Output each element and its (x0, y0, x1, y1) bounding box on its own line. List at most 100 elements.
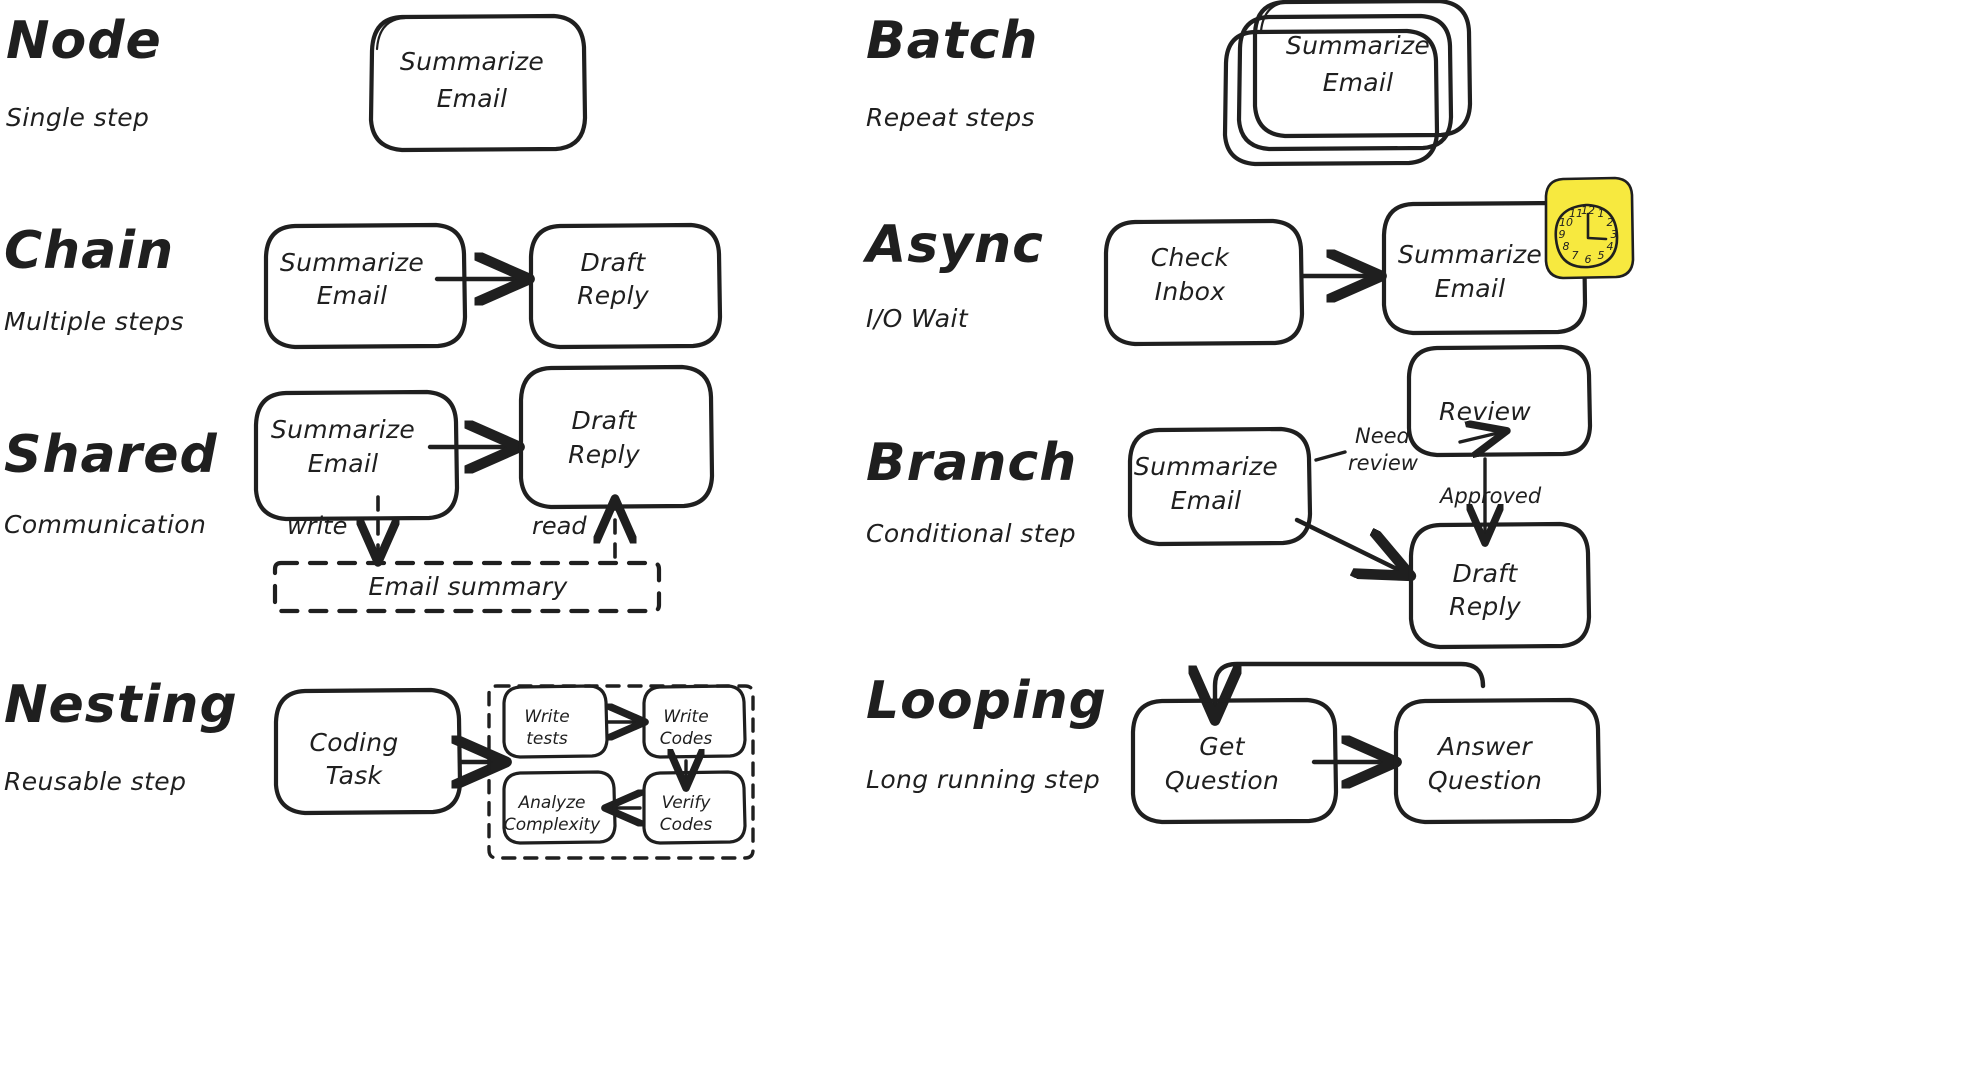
section-title-chain: Chain (4, 221, 174, 281)
shared-edge-label-read: read (532, 512, 587, 540)
nesting-node-coding-task[interactable]: Coding Task (273, 687, 463, 816)
section-title-looping: Looping (866, 671, 1107, 731)
looping-n2-line2: Question (1428, 766, 1542, 795)
chain-node-draft-reply[interactable]: Draft Reply (528, 222, 723, 350)
nesting-node-write-codes[interactable]: Write Codes (642, 684, 747, 759)
nesting-group-container[interactable] (487, 684, 755, 860)
branch-arrow-need-review-tail (1314, 450, 1347, 462)
branch-n1-line2: Email (1171, 486, 1242, 515)
shared-n1-line1: Summarize (271, 415, 415, 444)
branch-arrow-need-review (1458, 432, 1502, 442)
clock-num-11: 11 (1569, 207, 1583, 220)
looping-n1-line1: Get (1199, 732, 1245, 761)
clock-num-12: 12 (1581, 204, 1595, 217)
chain-n1-line1: Summarize (280, 248, 424, 277)
nesting-n5-line1: Analyze (518, 793, 586, 813)
section-title-batch: Batch (866, 11, 1038, 71)
section-shared: Shared Communication Summarize Email Dra… (4, 364, 715, 614)
clock-num-4: 4 (1607, 240, 1614, 253)
nesting-n1-line2: Task (326, 761, 384, 790)
clock-num-3: 3 (1611, 228, 1618, 241)
nesting-n4-line2: Codes (660, 815, 713, 835)
clock-num-9: 9 (1559, 228, 1566, 241)
shared-node-draft-reply[interactable]: Draft Reply (518, 364, 715, 510)
async-node-summarize-email[interactable]: Summarize Email (1381, 200, 1588, 336)
chain-n2-line1: Draft (581, 248, 647, 277)
branch-n3-line2: Reply (1449, 592, 1522, 621)
nesting-n3-line2: Codes (660, 729, 713, 749)
section-title-nesting: Nesting (4, 675, 238, 735)
section-subtitle-chain: Multiple steps (4, 307, 184, 336)
clock-num-1: 1 (1598, 207, 1605, 220)
section-chain: Chain Multiple steps Summarize Email Dra… (4, 221, 723, 350)
async-n1-line2: Inbox (1155, 277, 1226, 306)
section-batch: Batch Repeat steps Summarize Email (866, 0, 1473, 167)
shared-n2-line1: Draft (572, 406, 638, 435)
nesting-n3-line1: Write (663, 707, 708, 727)
chain-n2-line2: Reply (577, 281, 650, 310)
looping-node-get-question[interactable]: Get Question (1130, 697, 1339, 825)
nesting-node-write-tests[interactable]: Write tests (502, 684, 609, 759)
section-subtitle-batch: Repeat steps (866, 103, 1035, 132)
shared-n2-line2: Reply (568, 440, 641, 469)
section-title-shared: Shared (4, 425, 218, 485)
branch-node-draft-reply[interactable]: Draft Reply (1408, 521, 1592, 650)
branch-edge-approved: Approved (1438, 484, 1542, 508)
clock-num-10: 10 (1559, 216, 1573, 229)
section-nesting: Nesting Reusable step Coding Task Write … (4, 675, 755, 860)
section-title-async: Async (862, 215, 1044, 275)
section-subtitle-shared: Communication (4, 510, 206, 539)
clock-icon: 12 1 2 3 4 5 6 7 8 9 10 11 (1544, 176, 1635, 280)
batch-label-line2: Email (1323, 68, 1394, 97)
looping-node-answer-question[interactable]: Answer Question (1393, 697, 1602, 825)
nesting-node-verify-codes[interactable]: Verify Codes (642, 770, 747, 845)
looping-arrow-feedback (1215, 661, 1486, 714)
shared-store-label: Email summary (368, 572, 568, 601)
clock-num-5: 5 (1598, 249, 1605, 262)
branch-arrow-direct-draft (1294, 517, 1405, 573)
section-async: Async I/O Wait Check Inbox Summarize Ema… (862, 176, 1635, 347)
section-branch: Branch Conditional step Summarize Email … (866, 344, 1593, 650)
section-title-node: Node (6, 11, 162, 71)
shared-store-email-summary[interactable]: Email summary (272, 560, 662, 614)
async-n1-line1: Check (1151, 243, 1231, 272)
nesting-n2-line1: Write (524, 707, 569, 727)
nesting-node-analyze-complexity[interactable]: Analyze Complexity (502, 770, 617, 845)
branch-node-review[interactable]: Review (1406, 344, 1593, 458)
shared-n1-line2: Email (308, 449, 379, 478)
clock-num-2: 2 (1607, 216, 1614, 229)
nesting-n1-line1: Coding (309, 728, 398, 757)
batch-label-line1: Summarize (1286, 31, 1430, 60)
async-n2-line2: Email (1435, 274, 1506, 303)
shared-edge-label-write: write (287, 512, 347, 540)
shared-node-summarize-email[interactable]: Summarize Email (253, 389, 460, 522)
branch-n3-line1: Draft (1453, 559, 1519, 588)
branch-edge-need-line2: review (1348, 451, 1419, 475)
nesting-n2-line2: tests (526, 729, 568, 749)
section-subtitle-branch: Conditional step (866, 519, 1076, 548)
looping-n1-line2: Question (1165, 766, 1279, 795)
batch-stack[interactable]: Summarize Email (1222, 0, 1473, 167)
nesting-n4-line1: Verify (662, 793, 712, 813)
clock-num-8: 8 (1563, 240, 1570, 253)
section-subtitle-node: Single step (6, 103, 149, 132)
branch-n2-label: Review (1439, 397, 1531, 426)
section-node: Node Single step Summarize Email (6, 11, 588, 153)
branch-n1-line1: Summarize (1134, 452, 1278, 481)
async-n2-line1: Summarize (1398, 240, 1542, 269)
chain-n1-line2: Email (317, 281, 388, 310)
branch-edge-need-line1: Need (1355, 424, 1411, 448)
clock-num-7: 7 (1572, 249, 1579, 262)
section-subtitle-looping: Long running step (866, 765, 1100, 794)
section-subtitle-async: I/O Wait (866, 304, 969, 333)
branch-node-summarize-email[interactable]: Summarize Email (1127, 426, 1313, 547)
clock-num-6: 6 (1585, 253, 1592, 266)
section-title-branch: Branch (866, 433, 1077, 493)
nesting-n5-line2: Complexity (504, 815, 601, 835)
chain-node-summarize-email[interactable]: Summarize Email (263, 222, 468, 350)
node-label-line1: Summarize (400, 47, 544, 76)
node-summarize-email[interactable]: Summarize Email (368, 13, 588, 153)
looping-n2-line1: Answer (1436, 732, 1533, 761)
async-node-check-inbox[interactable]: Check Inbox (1103, 218, 1305, 347)
